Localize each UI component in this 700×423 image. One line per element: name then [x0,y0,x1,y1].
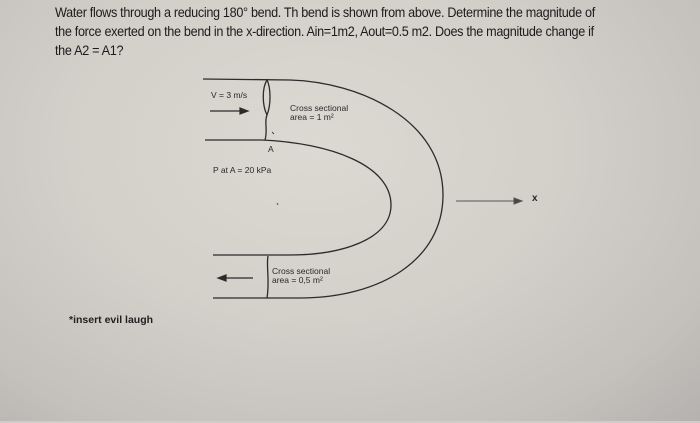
inlet-section [262,78,271,117]
problem-line-1: Water flows through a reducing 180° bend… [55,5,595,20]
inlet-velocity-label: V = 3 m/s [211,90,248,100]
pressure-label: P at A = 20 kPa [213,165,272,175]
outer-wall [202,78,444,299]
x-axis-label: x [532,193,538,204]
problem-line-3: the A2 = A1? [55,43,124,58]
outlet-area-label-1: Cross sectional [272,266,331,276]
point-a-label: A [268,144,274,154]
x-axis-arrow [456,197,524,205]
problem-statement: Water flows through a reducing 180° bend… [55,3,650,60]
outlet-area-label-2: area = 0,5 m² [272,275,323,285]
inlet-area-label-1: Cross sectional [290,103,349,113]
bottom-edge [0,421,700,423]
evil-laugh-note: *insert evil laugh [69,314,154,326]
inlet-area-label-2: area = 1 m² [290,112,334,122]
inlet-flow-arrow [210,107,250,115]
outlet-flow-arrow [216,274,253,282]
outlet-section [266,255,269,299]
problem-line-2: the force exerted on the bend in the x-d… [55,24,594,39]
inner-wall [205,139,392,256]
